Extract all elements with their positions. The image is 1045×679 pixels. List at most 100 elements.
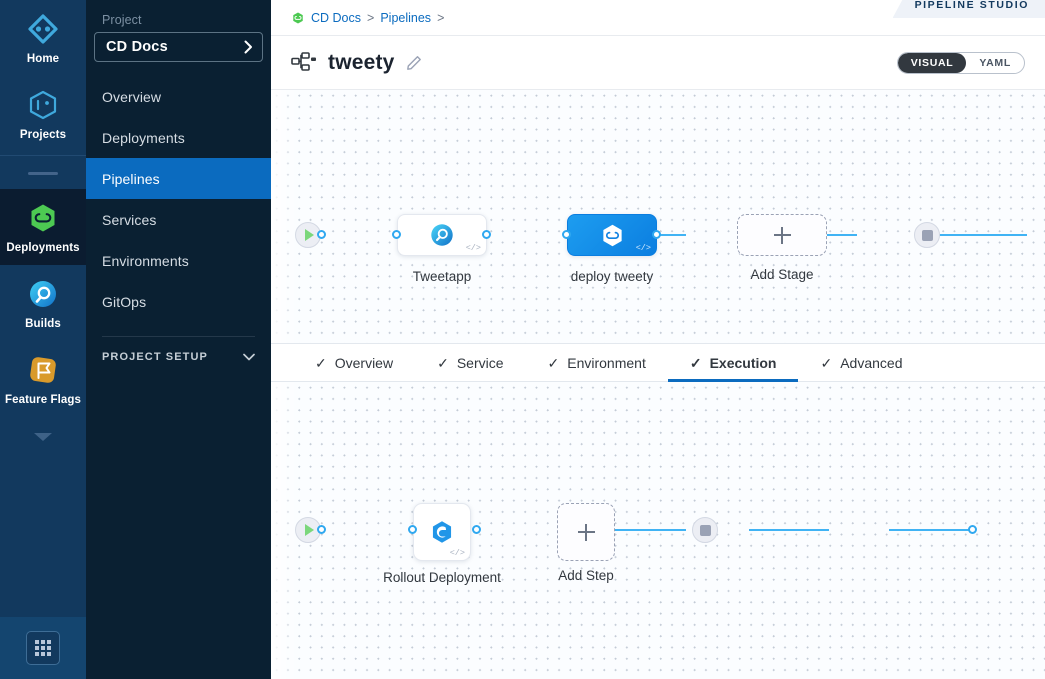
- nav-rail-label: Projects: [19, 128, 67, 141]
- toggle-visual[interactable]: VISUAL: [897, 52, 967, 73]
- connector-dot: [968, 525, 977, 534]
- stage-config-tabs: ✓ Overview ✓ Service ✓ Environment ✓ Exe…: [271, 344, 1045, 382]
- toggle-yaml[interactable]: YAML: [979, 56, 1011, 69]
- view-mode-toggle[interactable]: VISUAL YAML: [896, 51, 1025, 74]
- step-code-badge: </>: [449, 548, 465, 558]
- main-content: CD Docs > Pipelines > PIPELINE STUDIO tw…: [271, 0, 1045, 679]
- pipeline-hierarchy-icon: [291, 51, 316, 71]
- sidebar-item-pipelines[interactable]: Pipelines: [86, 158, 271, 199]
- sidebar-item-label: Deployments: [102, 129, 185, 146]
- nav-rail-label: Deployments: [6, 242, 80, 255]
- chevron-down-icon: [34, 433, 52, 442]
- step-graph-canvas[interactable]: </> Rollout Deployment Add Step: [271, 382, 1045, 679]
- connector-dot: [472, 525, 481, 534]
- stop-end-icon: [914, 222, 940, 248]
- cube-icon: [29, 90, 57, 119]
- check-icon: ✓: [437, 354, 449, 371]
- tab-label: Execution: [709, 354, 777, 371]
- sidebar-item-label: Overview: [102, 88, 162, 105]
- stage-code-badge: </>: [465, 243, 481, 253]
- sidebar-item-environments[interactable]: Environments: [86, 240, 271, 281]
- nav-rail-label: Home: [26, 53, 60, 65]
- tab-environment[interactable]: ✓ Environment: [526, 344, 668, 381]
- project-selector[interactable]: CD Docs: [94, 32, 263, 62]
- nav-rail-drag-handle[interactable]: [28, 172, 58, 176]
- stage-graph-canvas[interactable]: </> Tweetapp </> deploy tweety: [271, 90, 1045, 344]
- nav-rail-item-feature-flags[interactable]: Feature Flags: [0, 341, 86, 417]
- stage-card[interactable]: </>: [397, 214, 487, 256]
- sidebar-item-deployments[interactable]: Deployments: [86, 117, 271, 158]
- flag-icon: [30, 356, 56, 383]
- connector-dot: [317, 230, 326, 239]
- tab-label: Service: [456, 354, 504, 371]
- sidebar-item-label: GitOps: [102, 293, 147, 310]
- nav-rail-item-deployments[interactable]: Deployments: [0, 189, 86, 265]
- builds-circle-icon: [30, 280, 56, 307]
- rollout-deployment-icon: [432, 521, 452, 543]
- breadcrumb-separator: >: [367, 10, 375, 25]
- connector-dot: [408, 525, 417, 534]
- sidebar-divider: [102, 336, 255, 337]
- step-label: Rollout Deployment: [383, 570, 501, 585]
- build-stage-icon: [431, 224, 453, 246]
- step-node-rollout-deployment[interactable]: </> Rollout Deployment: [383, 503, 501, 585]
- sidebar-project-setup-label: PROJECT SETUP: [102, 351, 208, 363]
- nav-rail-label: Feature Flags: [4, 393, 82, 406]
- plus-icon: [577, 523, 595, 541]
- grid-launcher-icon: [35, 640, 51, 656]
- breadcrumb: CD Docs > Pipelines > PIPELINE STUDIO: [271, 0, 1045, 36]
- breadcrumb-link-cd-docs[interactable]: CD Docs: [311, 10, 362, 25]
- deploy-stage-icon: [602, 224, 622, 246]
- project-name: CD Docs: [106, 39, 168, 55]
- sidebar-section-label: Project: [102, 13, 142, 27]
- stop-end-icon: [692, 517, 718, 543]
- check-icon: ✓: [315, 354, 327, 371]
- connector-dot: [562, 230, 571, 239]
- nav-rail-footer: [0, 617, 86, 679]
- stage-node-tweetapp[interactable]: </> Tweetapp: [397, 214, 487, 284]
- stage-node-deploy-tweety[interactable]: </> deploy tweety: [567, 214, 657, 284]
- grid-launcher-button[interactable]: [26, 631, 60, 665]
- tab-advanced[interactable]: ✓ Advanced: [798, 344, 924, 381]
- connector-dot: [392, 230, 401, 239]
- nav-rail-item-builds[interactable]: Builds: [0, 265, 86, 341]
- check-icon: ✓: [547, 354, 560, 371]
- stage-card[interactable]: </>: [567, 214, 657, 256]
- check-icon: ✓: [820, 354, 833, 371]
- stage-label: deploy tweety: [570, 269, 654, 284]
- nav-rail-label: Builds: [25, 317, 61, 330]
- nav-rail-item-home[interactable]: Home: [0, 0, 86, 76]
- step-card[interactable]: </>: [413, 503, 471, 561]
- tab-service[interactable]: ✓ Service: [415, 344, 525, 381]
- stage-code-badge: </>: [635, 243, 651, 253]
- pipeline-studio-badge: PIPELINE STUDIO: [892, 0, 1045, 18]
- connector-start-to-rollout: [601, 529, 686, 531]
- tab-execution[interactable]: ✓ Execution: [667, 344, 799, 382]
- sidebar-item-services[interactable]: Services: [86, 199, 271, 240]
- home-diamond-icon: [28, 14, 58, 44]
- breadcrumb-link-pipelines[interactable]: Pipelines: [380, 10, 432, 25]
- stage-label: Tweetapp: [412, 269, 472, 284]
- deployments-hexagon-icon: [293, 11, 303, 24]
- nav-rail-collapse[interactable]: [31, 430, 55, 449]
- step-end-node[interactable]: [692, 517, 718, 543]
- deployments-hexagon-icon: [31, 204, 55, 232]
- tab-label: Environment: [567, 354, 646, 371]
- sidebar-item-gitops[interactable]: GitOps: [86, 281, 271, 322]
- sidebar-item-overview[interactable]: Overview: [86, 76, 271, 117]
- nav-rail-item-projects[interactable]: Projects: [0, 76, 86, 152]
- tab-label: Advanced: [840, 354, 903, 371]
- pipeline-end-node[interactable]: [914, 222, 940, 248]
- add-step-label: Add Step: [558, 568, 614, 583]
- add-step-button[interactable]: [557, 503, 615, 561]
- pencil-edit-icon[interactable]: [406, 55, 422, 71]
- connector-addstep-to-end: [889, 529, 975, 531]
- connector-dot: [317, 525, 326, 534]
- add-stage-button[interactable]: [737, 214, 827, 256]
- add-stage-node[interactable]: Add Stage: [737, 214, 827, 282]
- add-step-node[interactable]: Add Step: [557, 503, 615, 583]
- tab-overview[interactable]: ✓ Overview: [293, 344, 415, 381]
- sidebar-project-setup[interactable]: PROJECT SETUP: [86, 343, 271, 371]
- connector-rollout-to-addstep: [749, 529, 829, 531]
